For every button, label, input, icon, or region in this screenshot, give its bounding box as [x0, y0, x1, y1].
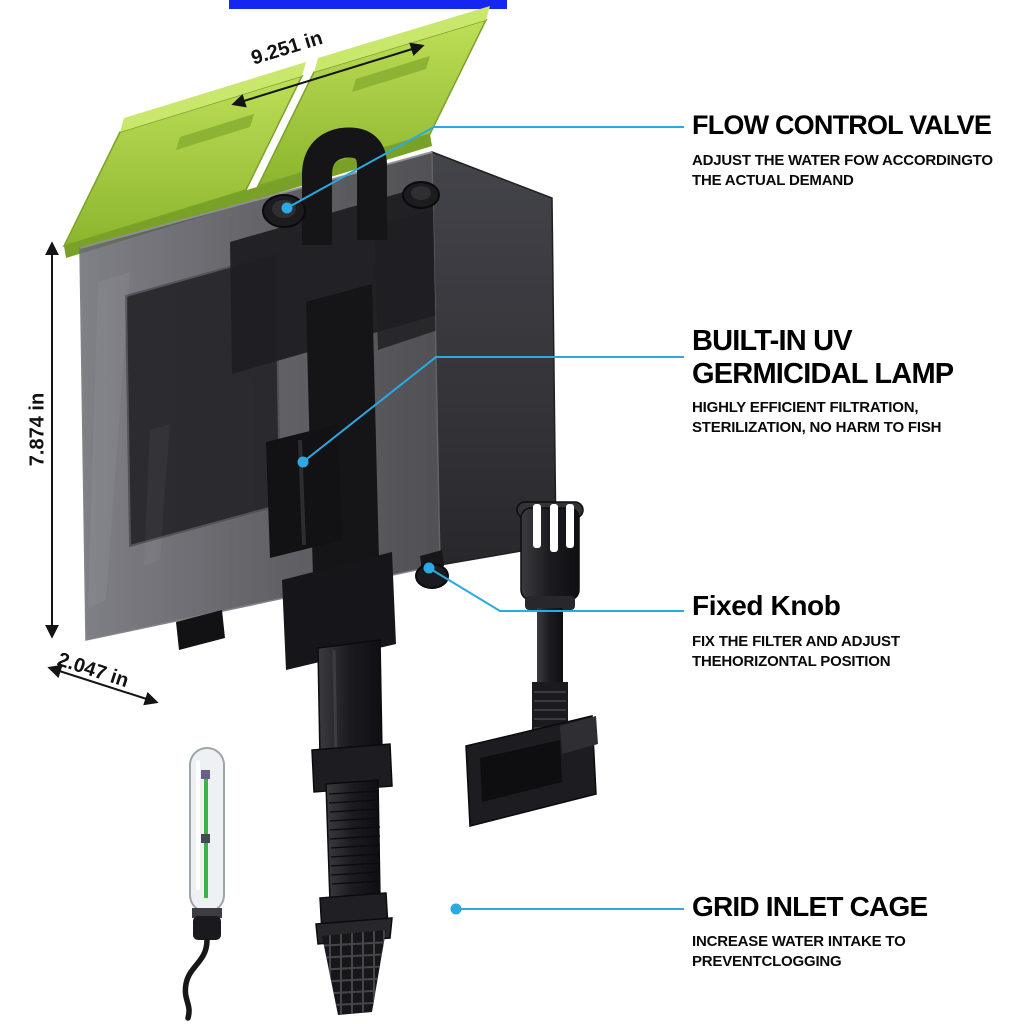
grid-inlet-cage	[315, 917, 393, 1015]
fixed-knob-desc-line1: FIX THE FILTER AND ADJUST	[692, 633, 900, 650]
uv-lamp-cable	[182, 937, 210, 1021]
flow-valve-desc-line2: THE ACTUAL DEMAND	[692, 172, 854, 189]
lid-flap-left-recess	[176, 114, 254, 150]
uv-lamp-part	[182, 747, 225, 1021]
clamp-slot	[533, 504, 541, 548]
uv-lamp-chip	[201, 834, 210, 843]
uv-lamp-cap	[193, 916, 221, 940]
uv-lamp-title-line1: BUILT-IN UV	[692, 325, 853, 357]
inlet-cage-dot	[450, 903, 462, 915]
flow-valve-desc: ADJUST THE WATER FOW ACCORDINGTO THE ACT…	[692, 151, 993, 191]
tube-highlight	[332, 649, 338, 755]
clamp-slot	[550, 504, 558, 552]
siphon-u-pipe	[302, 127, 387, 245]
depth-arrow	[47, 664, 159, 706]
inlet-cage-desc-line1: INCREASE WATER INTAKE TO	[692, 933, 906, 950]
inlet-cage-desc-line2: PREVENTCLOGGING	[692, 953, 842, 970]
uv-lamp-dot	[297, 456, 309, 468]
flow-valve-leader	[286, 126, 684, 209]
fixed-knob-desc: FIX THE FILTER AND ADJUST THEHORIZONTAL …	[692, 632, 900, 672]
knob-shaft	[537, 608, 563, 684]
glass-streak	[88, 272, 130, 608]
fixed-knob-desc-line2: THEHORIZONTAL POSITION	[692, 653, 891, 670]
inlet-cage-title: GRID INLET CAGE	[692, 891, 928, 922]
intake-tube	[311, 639, 393, 934]
width-arrow	[231, 42, 425, 108]
clamp-ring	[525, 596, 575, 610]
tube-ridges	[328, 790, 381, 885]
inlet-cage-desc: INCREASE WATER INTAKE TO PREVENTCLOGGING	[692, 932, 906, 972]
callout-dots	[281, 202, 462, 915]
fixed-knob-part	[465, 501, 598, 827]
glass-streak-2	[144, 424, 170, 566]
flow-valve-title: FLOW CONTROL VALVE	[692, 110, 992, 140]
flow-valve-desc-line1: ADJUST THE WATER FOW ACCORDINGTO	[692, 152, 993, 169]
callout-lines	[286, 126, 684, 910]
bracket-recess	[480, 740, 562, 802]
uv-lamp-chip	[201, 770, 210, 779]
fixed-knob-title: Fixed Knob	[692, 590, 841, 621]
dimension-height-label: 7.874 in	[26, 392, 49, 467]
fixed-knob-dot	[423, 562, 435, 574]
uv-lamp-desc: HIGHLY EFFICIENT FILTRATION, STERILIZATI…	[692, 398, 941, 438]
top-accent-bar	[229, 0, 507, 9]
filter-internals	[88, 178, 440, 618]
flow-valve-dot	[281, 202, 293, 214]
tube-upper-section	[317, 639, 383, 759]
filter-box	[79, 150, 557, 670]
uv-lamp-desc-line2: STERILIZATION, NO HARM TO FISH	[692, 419, 942, 436]
box-foot	[176, 610, 225, 650]
dimension-arrows	[45, 42, 425, 706]
fixed-knob-leader	[428, 567, 684, 612]
uv-lamp-desc-line1: HIGHLY EFFICIENT FILTRATION,	[692, 399, 919, 416]
uv-lamp-title-line2: GERMICIDAL LAMP	[692, 358, 954, 390]
uv-glass-highlight	[196, 760, 200, 890]
bracket-lip	[560, 716, 598, 754]
clamp-slot	[566, 504, 574, 548]
outlet-port-top	[411, 186, 431, 200]
uv-lamp-collar	[192, 908, 222, 918]
pump-housing-bottom	[282, 552, 396, 670]
uv-pump-cylinder	[266, 424, 342, 558]
uv-lamp-leader	[302, 356, 684, 463]
